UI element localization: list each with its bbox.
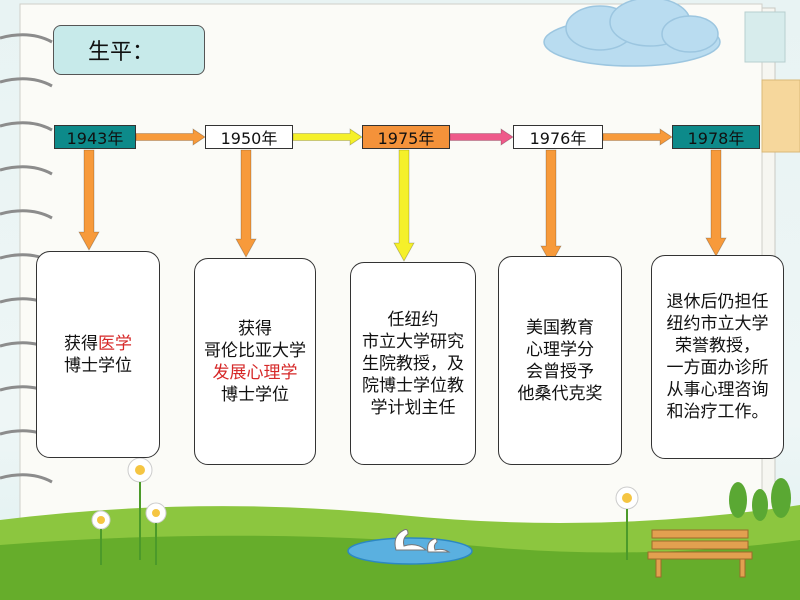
card-line: 博士学位 (64, 355, 132, 377)
card-text: 他桑代克奖 (517, 383, 603, 404)
event-card-text: 获得医学博士学位 (64, 333, 132, 377)
page-tab-orange (761, 79, 800, 153)
event-card-1976: 美国教育心理学分会曾授予他桑代克奖 (498, 256, 622, 465)
card-text: 院博士学位教 (362, 375, 464, 396)
card-text: 一方面办诊所 (666, 358, 769, 378)
card-text: 美国教育 (526, 317, 594, 338)
card-text: 任纽约 (387, 309, 439, 330)
card-line: 市立大学研究 (362, 331, 464, 353)
timeline-connector-arrow (449, 128, 514, 146)
card-line: 获得 (204, 318, 306, 340)
card-text: 纽约市立大学 (666, 314, 769, 334)
card-line: 任纽约 (362, 309, 464, 331)
pond (347, 537, 473, 565)
year-label-1975: 1975年 (362, 125, 450, 149)
card-line: 获得医学 (64, 333, 132, 355)
card-text: 退休后仍担任 (666, 292, 769, 312)
card-text: 学计划主任 (370, 397, 456, 418)
down-arrow (705, 149, 727, 257)
card-line: 一方面办诊所 (667, 357, 769, 379)
down-arrow (393, 149, 415, 262)
year-label-1976: 1976年 (513, 125, 603, 149)
timeline-connector-arrow (135, 128, 206, 146)
swan-icon (394, 529, 451, 553)
tree-icon (729, 478, 791, 521)
down-arrow (235, 149, 257, 258)
card-line: 美国教育 (518, 317, 603, 339)
card-text: 市立大学研究 (362, 331, 464, 352)
card-text: 生院教授，及 (362, 353, 464, 374)
event-card-text: 获得哥伦比亚大学发展心理学博士学位 (204, 318, 306, 406)
card-line: 会曾授予 (518, 361, 603, 383)
event-card-1943: 获得医学博士学位 (36, 251, 160, 458)
bench-icon (647, 529, 753, 578)
card-line: 退休后仍担任 (667, 291, 769, 313)
down-arrow (540, 149, 562, 265)
card-line: 荣誉教授， (667, 335, 769, 357)
timeline-connector-arrow (292, 128, 363, 146)
card-line: 心理学分 (518, 339, 603, 361)
card-text: 哥伦比亚大学 (204, 340, 306, 361)
highlight-text: 医学 (98, 333, 132, 354)
card-line: 和治疗工作。 (667, 401, 769, 423)
event-card-text: 任纽约市立大学研究生院教授，及院博士学位教学计划主任 (362, 309, 464, 419)
card-text: 博士学位 (64, 355, 132, 376)
card-line: 纽约市立大学 (667, 313, 769, 335)
year-label-1950: 1950年 (205, 125, 293, 149)
card-text: 心理学分 (526, 339, 594, 360)
year-label-1943: 1943年 (54, 125, 136, 149)
down-arrow (78, 149, 100, 251)
card-line: 生院教授，及 (362, 353, 464, 375)
page-tab-blue (744, 11, 786, 63)
page-title: 生平： (53, 25, 205, 75)
card-line: 学计划主任 (362, 397, 464, 419)
card-line: 他桑代克奖 (518, 383, 603, 405)
timeline-connector-arrow (602, 128, 673, 146)
card-line: 院博士学位教 (362, 375, 464, 397)
flower-icon (91, 457, 639, 565)
cloud-icon (543, 0, 721, 67)
event-card-1978: 退休后仍担任纽约市立大学荣誉教授，一方面办诊所从事心理咨询和治疗工作。 (651, 255, 784, 459)
grass-front (0, 535, 800, 600)
card-text: 荣誉教授， (675, 336, 760, 356)
card-line: 博士学位 (204, 384, 306, 406)
event-card-text: 退休后仍担任纽约市立大学荣誉教授，一方面办诊所从事心理咨询和治疗工作。 (667, 291, 769, 423)
highlight-text: 发展心理学 (212, 362, 298, 383)
card-text: 会曾授予 (526, 361, 594, 382)
card-text: 获得 (238, 318, 272, 339)
event-card-text: 美国教育心理学分会曾授予他桑代克奖 (518, 317, 603, 405)
event-card-1975: 任纽约市立大学研究生院教授，及院博士学位教学计划主任 (350, 262, 476, 465)
card-text: 博士学位 (221, 384, 289, 405)
event-card-1950: 获得哥伦比亚大学发展心理学博士学位 (194, 258, 316, 465)
card-text: 和治疗工作。 (666, 402, 769, 422)
card-line: 哥伦比亚大学 (204, 340, 306, 362)
card-text: 从事心理咨询 (666, 380, 769, 400)
card-text: 获得 (64, 333, 98, 354)
card-line: 从事心理咨询 (667, 379, 769, 401)
card-line: 发展心理学 (204, 362, 306, 384)
year-label-1978: 1978年 (672, 125, 760, 149)
